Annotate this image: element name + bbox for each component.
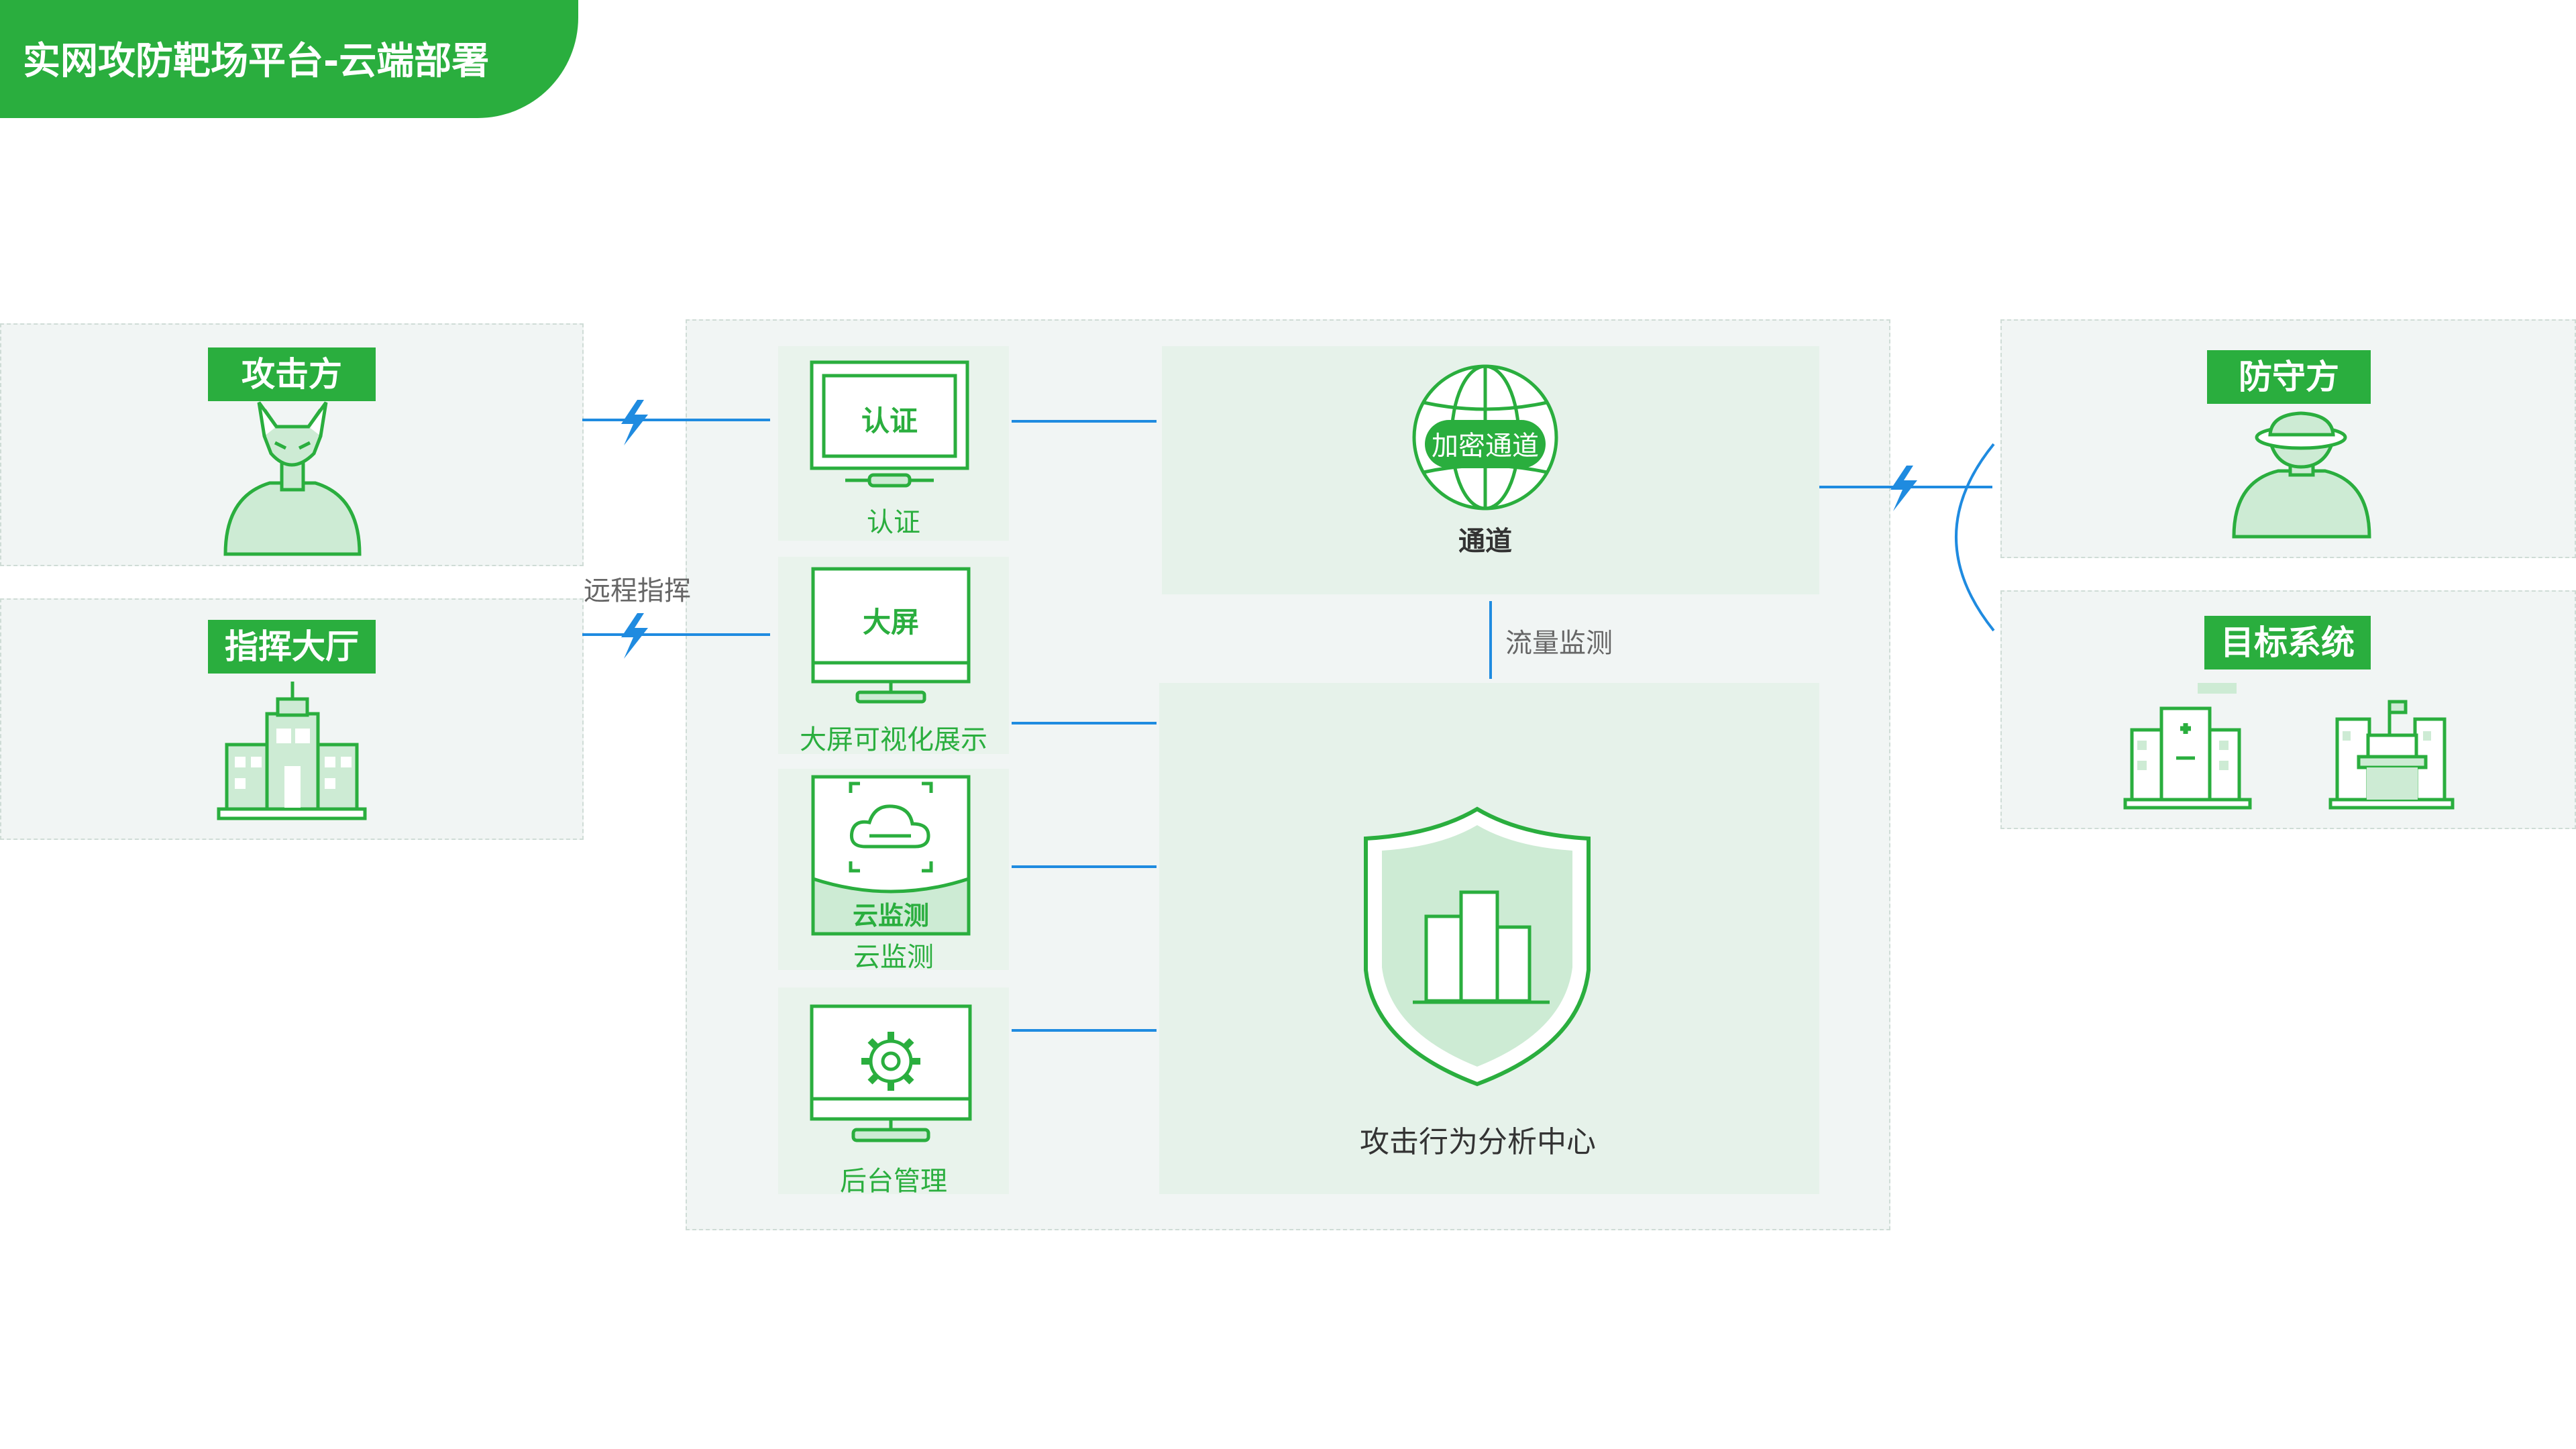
hospital-building-icon <box>2123 683 2252 810</box>
defender-icon <box>2232 411 2371 539</box>
globe-icon <box>1412 364 1558 511</box>
bar-chart-icon <box>1413 890 1550 1004</box>
admin-label: 后台管理 <box>840 1166 947 1197</box>
lightning-icon <box>621 400 648 445</box>
remote-command-label: 远程指挥 <box>584 576 691 606</box>
analysis-center-label: 攻击行为分析中心 <box>1360 1125 1596 1159</box>
auth-label: 认证 <box>867 507 920 538</box>
defense-bracket <box>1955 443 1995 632</box>
bigscreen-screen-text: 大屏 <box>862 606 919 639</box>
encrypted-channel-text: 加密通道 <box>1432 431 1539 462</box>
cloud-screen-text: 云监测 <box>852 901 929 930</box>
government-building-icon <box>2328 700 2455 810</box>
channel-label: 通道 <box>1458 526 1512 557</box>
target-badge: 目标系统 <box>2204 616 2371 669</box>
admin-monitor-icon <box>810 1004 972 1142</box>
command-badge: 指挥大厅 <box>208 620 376 674</box>
command-building-icon <box>217 682 367 820</box>
attacker-badge: 攻击方 <box>208 347 376 401</box>
traffic-monitor-label: 流量监测 <box>1505 628 1613 659</box>
page-title: 实网攻防靶场平台-云端部署 <box>23 40 490 83</box>
lightning-icon <box>621 613 648 659</box>
auth-monitor-icon <box>810 360 969 488</box>
bigscreen-monitor-icon <box>811 567 971 704</box>
auth-screen-text: 认证 <box>861 405 918 437</box>
cloud-label: 云监测 <box>853 942 934 973</box>
lightning-icon <box>1890 466 1917 511</box>
shield-icon <box>1364 806 1591 1087</box>
devil-attacker-icon <box>223 401 362 556</box>
defender-badge: 防守方 <box>2207 350 2371 404</box>
title-tab: 实网攻防靶场平台-云端部署 <box>0 0 578 118</box>
cloud-monitor-icon <box>811 775 971 936</box>
bigscreen-label: 大屏可视化展示 <box>800 724 987 755</box>
gear-icon <box>861 1032 920 1091</box>
